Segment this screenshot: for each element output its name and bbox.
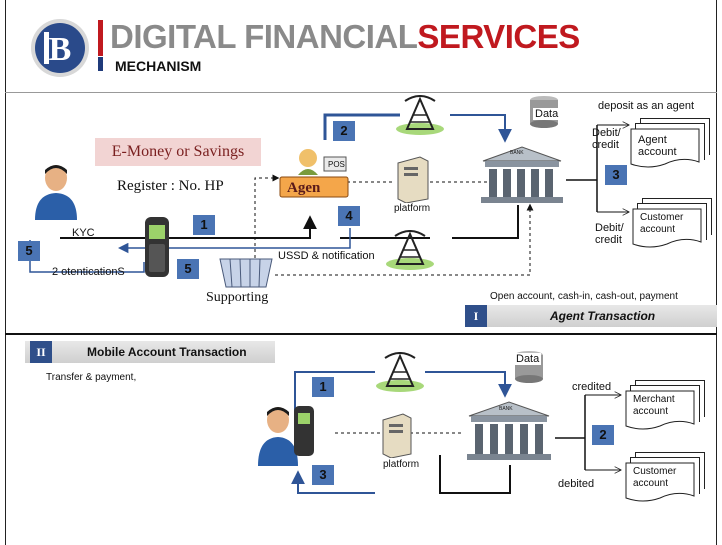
subtitle-accent-bar <box>98 57 103 71</box>
mobile-phone-icon <box>144 216 170 278</box>
customer-account-label: Customer account <box>640 212 684 235</box>
data-label: Data <box>533 108 561 120</box>
step-5b: 5 <box>177 259 199 279</box>
kyc-label: KYC <box>72 227 95 239</box>
platform-label-2: platform <box>383 459 420 470</box>
step-4: 4 <box>338 206 360 226</box>
agent-pos-icon <box>278 145 350 201</box>
register-label: Register : No. HP <box>117 178 224 194</box>
bank-building-icon <box>477 145 567 205</box>
bi-logo: B <box>30 18 90 78</box>
slide-frame <box>5 0 717 545</box>
deposit-agent-label: deposit as an agent <box>598 100 695 112</box>
bank-building-icon-2 <box>463 400 555 462</box>
pos-label: POS <box>328 160 345 169</box>
header-rule <box>5 92 717 93</box>
debit-credit-label-2: Debit/ credit <box>595 222 624 246</box>
tower-icon-2 <box>375 352 425 392</box>
agent-transaction-label: Agent Transaction <box>550 309 656 323</box>
band-i-number: I <box>465 305 487 327</box>
agent-transaction-band: I Agent Transaction <box>465 305 717 327</box>
step-ii-3: 3 <box>312 465 334 485</box>
page-title: DIGITAL FINANCIALSERVICES <box>110 18 580 55</box>
platform-server-icon <box>396 155 430 204</box>
merchant-account-label: Merchant account <box>633 394 675 417</box>
step-2: 2 <box>333 121 355 141</box>
merchant-account-doc: Merchant account <box>625 380 705 432</box>
credited-label: credited <box>572 381 612 393</box>
step-5a: 5 <box>18 241 40 261</box>
title-accent-bar <box>98 20 103 56</box>
tower-top-icon <box>395 95 445 135</box>
data-label-2: Data <box>514 353 542 365</box>
services-label: Open account, cash-in, cash-out, payment <box>490 291 678 302</box>
data-database-icon <box>527 95 561 129</box>
supporting-label: Supporting <box>206 290 269 305</box>
supporting-basket-icon <box>218 255 274 289</box>
bank-label-2: BANK <box>499 406 513 412</box>
transfer-payment-label: Transfer & payment, <box>46 372 137 383</box>
svg-text:B: B <box>49 31 72 68</box>
tower-bottom-icon <box>385 230 435 270</box>
debited-label: debited <box>558 478 595 490</box>
debit-credit-label-1: Debit/ credit <box>592 127 621 151</box>
section-divider <box>5 333 717 335</box>
page-subtitle: MECHANISM <box>115 58 202 74</box>
step-3: 3 <box>605 165 627 185</box>
step-ii-1: 1 <box>312 377 334 397</box>
emoney-savings-label: E-Money or Savings <box>95 138 261 166</box>
customer-account-label-2: Customer account <box>633 466 677 489</box>
agent-account-label: Agent account <box>638 134 677 158</box>
customer-account-doc: Customer account <box>632 198 712 250</box>
customer-account-doc-2: Customer account <box>625 452 705 504</box>
step-ii-2: 2 <box>592 425 614 445</box>
step-1: 1 <box>193 215 215 235</box>
bank-label: BANK <box>510 150 524 156</box>
agent-sign-label: Agen <box>287 180 321 196</box>
band-ii-number: II <box>30 341 52 363</box>
platform-label: platform <box>394 203 431 214</box>
mobile-account-label: Mobile Account Transaction <box>87 345 247 359</box>
authentication-label: 2 otenticationS <box>52 266 125 278</box>
user-with-phone-icon <box>258 400 320 468</box>
platform-server-icon-2 <box>381 412 413 459</box>
mobile-account-band: II Mobile Account Transaction <box>25 341 275 363</box>
agent-account-doc: Agent account <box>630 118 710 170</box>
customer-person-icon <box>33 160 79 220</box>
ussd-notification-label: USSD & notification <box>278 250 375 262</box>
